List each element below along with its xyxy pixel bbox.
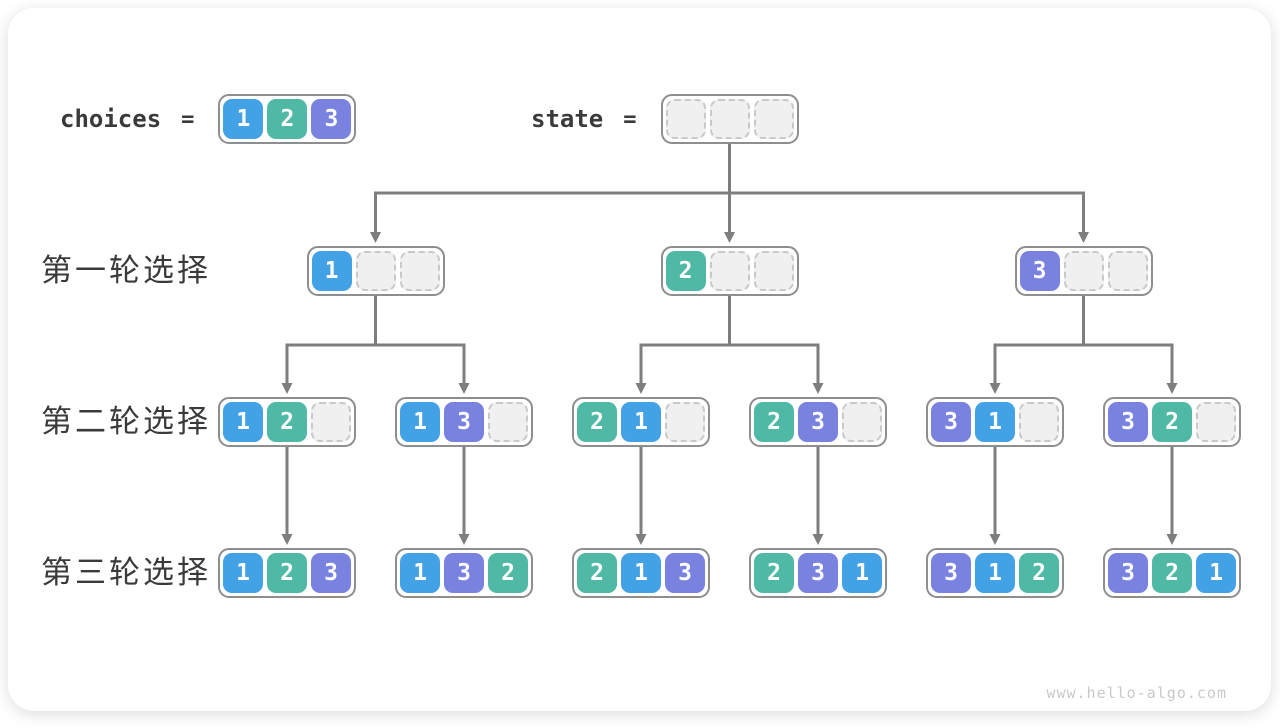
cell-value-2: 2 [267, 553, 307, 593]
state-equals-sign: = [623, 106, 637, 132]
cell-value-3: 3 [1108, 553, 1148, 593]
cell-value-2: 2 [267, 402, 307, 442]
cell-value-2: 2 [754, 402, 794, 442]
cell-value-1: 1 [400, 402, 440, 442]
cell-value-2: 2 [1152, 553, 1192, 593]
choices-equals-sign: = [181, 106, 195, 132]
cell-value-2: 2 [1152, 402, 1192, 442]
cell-value-1: 1 [1196, 553, 1236, 593]
cell-empty [665, 99, 706, 139]
row-label-round-1: 第一轮选择 [41, 253, 211, 288]
cell-value-3: 3 [311, 99, 352, 139]
tree-node-round1-2: 2 [660, 246, 799, 296]
cell-empty [1063, 251, 1104, 291]
cell-value-3: 3 [311, 553, 351, 593]
tree-node-round1-3: 3 [1014, 246, 1153, 296]
cell-empty [355, 251, 396, 291]
watermark: www.hello-algo.com [1046, 684, 1227, 702]
cell-value-1: 1 [975, 553, 1015, 593]
cell-value-3: 3 [1019, 251, 1060, 291]
cell-value-1: 1 [223, 99, 264, 139]
cell-value-3: 3 [798, 402, 838, 442]
cell-value-1: 1 [621, 402, 661, 442]
cell-empty [665, 402, 705, 442]
cell-value-2: 2 [754, 553, 794, 593]
cell-value-3: 3 [444, 402, 484, 442]
cell-empty [399, 251, 440, 291]
cell-empty [1019, 402, 1059, 442]
cell-empty [709, 251, 750, 291]
cell-value-1: 1 [842, 553, 882, 593]
cell-value-3: 3 [931, 402, 971, 442]
cell-empty [488, 402, 528, 442]
cell-value-2: 2 [665, 251, 706, 291]
cell-value-1: 1 [975, 402, 1015, 442]
cell-value-3: 3 [1108, 402, 1148, 442]
tree-node-round1-1: 1 [306, 246, 445, 296]
state-group: state = [531, 94, 799, 144]
cell-empty [1107, 251, 1148, 291]
cell-empty [842, 402, 882, 442]
cell-value-3: 3 [798, 553, 838, 593]
cell-empty [753, 251, 794, 291]
cell-empty [1196, 402, 1236, 442]
state-array [660, 94, 799, 144]
cell-value-1: 1 [621, 553, 661, 593]
cell-value-1: 1 [400, 553, 440, 593]
cell-value-2: 2 [488, 553, 528, 593]
cell-value-1: 1 [223, 553, 263, 593]
cell-value-3: 3 [931, 553, 971, 593]
cell-value-1: 1 [311, 251, 352, 291]
cell-value-2: 2 [267, 99, 308, 139]
cell-empty [311, 402, 351, 442]
cell-value-1: 1 [223, 402, 263, 442]
cell-empty [709, 99, 750, 139]
cell-empty [753, 99, 794, 139]
row-label-round-3: 第三轮选择 [41, 555, 211, 590]
state-label: state [531, 105, 604, 133]
cell-value-2: 2 [577, 553, 617, 593]
cell-value-2: 2 [577, 402, 617, 442]
state-array-slot [660, 94, 799, 144]
cell-value-3: 3 [444, 553, 484, 593]
cell-value-3: 3 [665, 553, 705, 593]
choices-label: choices [60, 105, 162, 133]
row-label-round-2: 第二轮选择 [41, 404, 211, 439]
cell-value-2: 2 [1019, 553, 1059, 593]
